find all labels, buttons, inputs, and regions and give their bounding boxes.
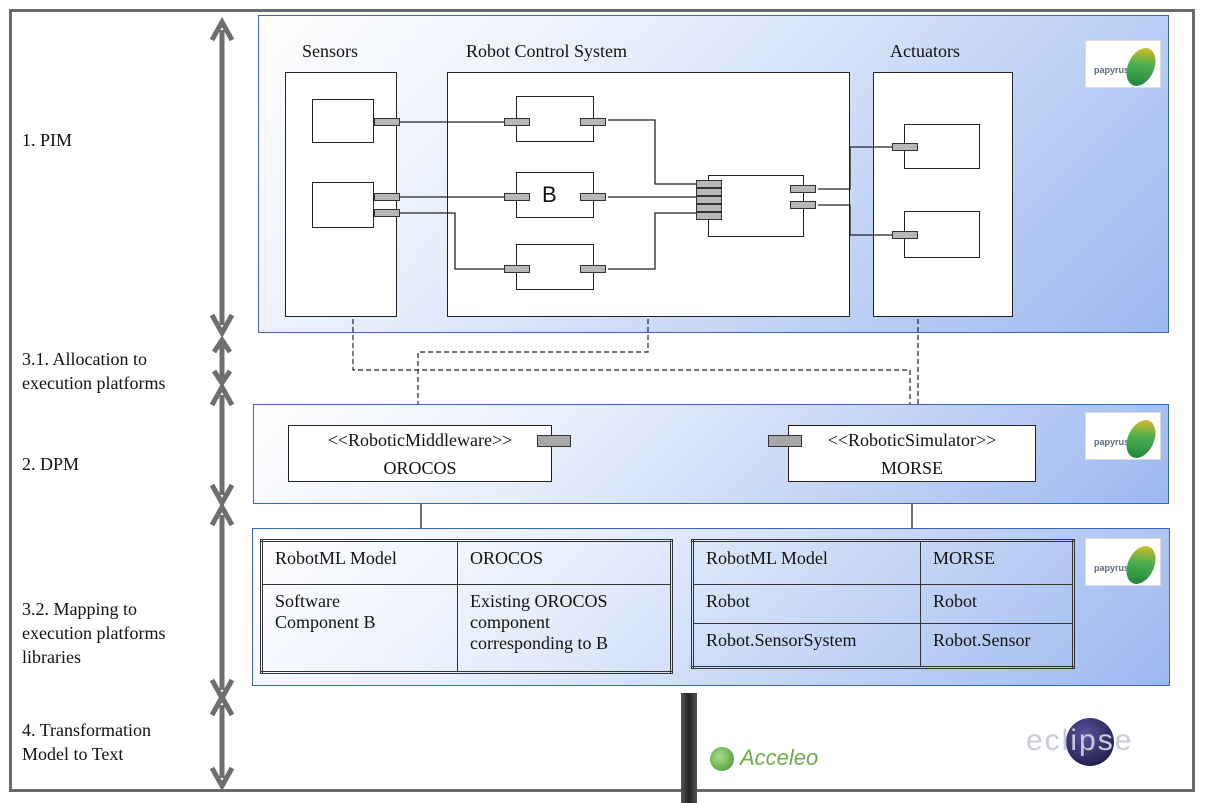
simulator-name: MORSE xyxy=(880,458,943,478)
mapping-cell: Robot xyxy=(692,584,921,624)
acceleo-logo: Acceleo xyxy=(710,745,818,771)
port xyxy=(696,180,722,188)
port xyxy=(696,212,722,220)
port xyxy=(580,193,606,201)
level-arrow-pim xyxy=(209,16,235,339)
port xyxy=(790,185,816,193)
papyrus-logo-mapping: papyrus xyxy=(1085,538,1162,589)
papyrus-logo-text: papyrus xyxy=(1094,563,1130,573)
connector-c1-ctrl xyxy=(608,119,696,185)
middleware-name: OROCOS xyxy=(383,458,457,478)
port xyxy=(892,143,918,151)
port xyxy=(504,193,530,201)
port xyxy=(504,118,530,126)
allocation-sensors xyxy=(352,319,910,418)
diagram-frame xyxy=(9,9,1195,792)
connector-c3-ctrl xyxy=(608,212,696,270)
middleware-node: <<RoboticMiddleware>> OROCOS xyxy=(288,425,552,482)
papyrus-logo-dpm: papyrus xyxy=(1085,412,1162,463)
rcs-title: Robot Control System xyxy=(466,41,628,61)
actuators-title: Actuators xyxy=(890,41,960,61)
mapping-cell: Existing OROCOS component corresponding … xyxy=(457,584,672,673)
level-arrow-transformation xyxy=(209,691,235,792)
level-label-allocation: 3.1. Allocation to execution platforms xyxy=(22,349,166,393)
papyrus-logo-pim: papyrus xyxy=(1085,40,1162,91)
papyrus-swirl-icon xyxy=(1120,415,1162,463)
mapping-table-morse: RobotML Model MORSE Robot Robot Robot.Se… xyxy=(691,539,1075,669)
acceleo-logo-text: Acceleo xyxy=(740,745,819,770)
simulator-stereotype: <<RoboticSimulator>> xyxy=(827,430,997,450)
rcs-controller-component xyxy=(708,175,804,237)
papyrus-swirl-icon xyxy=(1120,43,1162,91)
port xyxy=(790,201,816,209)
simulator-node: <<RoboticSimulator>> MORSE xyxy=(788,425,1036,482)
acceleo-icon xyxy=(710,747,734,771)
level-label-pim: 1. PIM xyxy=(22,130,73,150)
eclipse-logo-text: eclipse xyxy=(1026,724,1134,757)
port xyxy=(374,193,400,201)
mapping-header-model: RobotML Model xyxy=(692,540,921,585)
mapping-header-platform: MORSE xyxy=(920,540,1074,585)
level-label-transformation: 4. Transformation Model to Text xyxy=(22,720,152,764)
papyrus-swirl-icon xyxy=(1120,541,1162,589)
simulator-port xyxy=(768,435,802,447)
transformation-bar xyxy=(681,693,697,803)
allocation-rcs xyxy=(418,319,649,418)
sensor-component-1 xyxy=(312,99,374,143)
port xyxy=(374,118,400,126)
port xyxy=(892,231,918,239)
actuators-box xyxy=(873,72,1013,317)
papyrus-logo-text: papyrus xyxy=(1094,437,1130,447)
mapping-cell: Software Component B xyxy=(261,584,458,673)
mapping-cell: Robot xyxy=(920,584,1074,624)
sensor-component-2 xyxy=(312,182,374,228)
port xyxy=(696,196,722,204)
port xyxy=(374,209,400,217)
mapping-header-model: RobotML Model xyxy=(261,540,458,585)
connector-s2-c3 xyxy=(400,212,504,270)
connector-ctrl-a2 xyxy=(818,204,892,236)
middleware-stereotype: <<RoboticMiddleware>> xyxy=(327,430,513,450)
level-label-dpm: 2. DPM xyxy=(22,454,80,474)
mapping-cell: Robot.SensorSystem xyxy=(692,623,921,668)
port xyxy=(696,204,722,212)
connector-ctrl-a1 xyxy=(818,146,892,190)
component-b-label: B xyxy=(542,182,557,207)
port xyxy=(504,265,530,273)
port xyxy=(580,118,606,126)
port xyxy=(696,188,722,196)
level-label-mapping: 3.2. Mapping to execution platforms libr… xyxy=(22,599,166,667)
mapping-cell: Robot.Sensor xyxy=(920,623,1074,668)
mapping-table-orocos: RobotML Model OROCOS Software Component … xyxy=(260,539,673,674)
middleware-port xyxy=(537,435,571,447)
port xyxy=(580,265,606,273)
eclipse-icon xyxy=(1066,718,1114,766)
mapping-header-platform: OROCOS xyxy=(457,540,672,585)
papyrus-logo-text: papyrus xyxy=(1094,65,1130,75)
sensors-title: Sensors xyxy=(302,41,359,61)
